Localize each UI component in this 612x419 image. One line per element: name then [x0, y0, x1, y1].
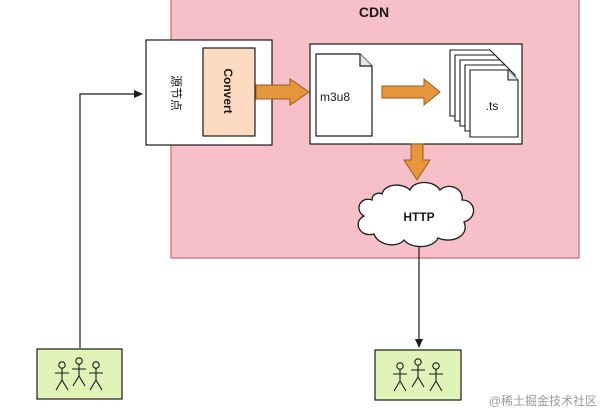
- ts-document-stack-icon: [449, 49, 519, 138]
- viewer-group-icon: [374, 349, 462, 401]
- m3u8-fold-corner: [359, 54, 372, 67]
- ts-label: .ts: [486, 99, 499, 113]
- convert-to-output-arrow: [255, 78, 310, 106]
- publisher-group-icon: [36, 348, 123, 400]
- output-to-http-arrow: [403, 143, 431, 181]
- m3u8-document-icon: [315, 53, 373, 137]
- watermark-text: @稀土掘金技术社区: [489, 393, 597, 408]
- convert-label: Convert: [221, 68, 235, 113]
- m3u8-to-ts-arrow: [381, 77, 441, 107]
- source-node-label: 源节点: [169, 75, 183, 111]
- http-cloud-icon: [357, 181, 475, 248]
- cdn-label: CDN: [359, 4, 389, 20]
- http-label: HTTP: [403, 210, 434, 224]
- m3u8-label: m3u8: [320, 90, 350, 104]
- convert-box: [202, 47, 256, 137]
- publisher-to-source-line: [79, 90, 143, 348]
